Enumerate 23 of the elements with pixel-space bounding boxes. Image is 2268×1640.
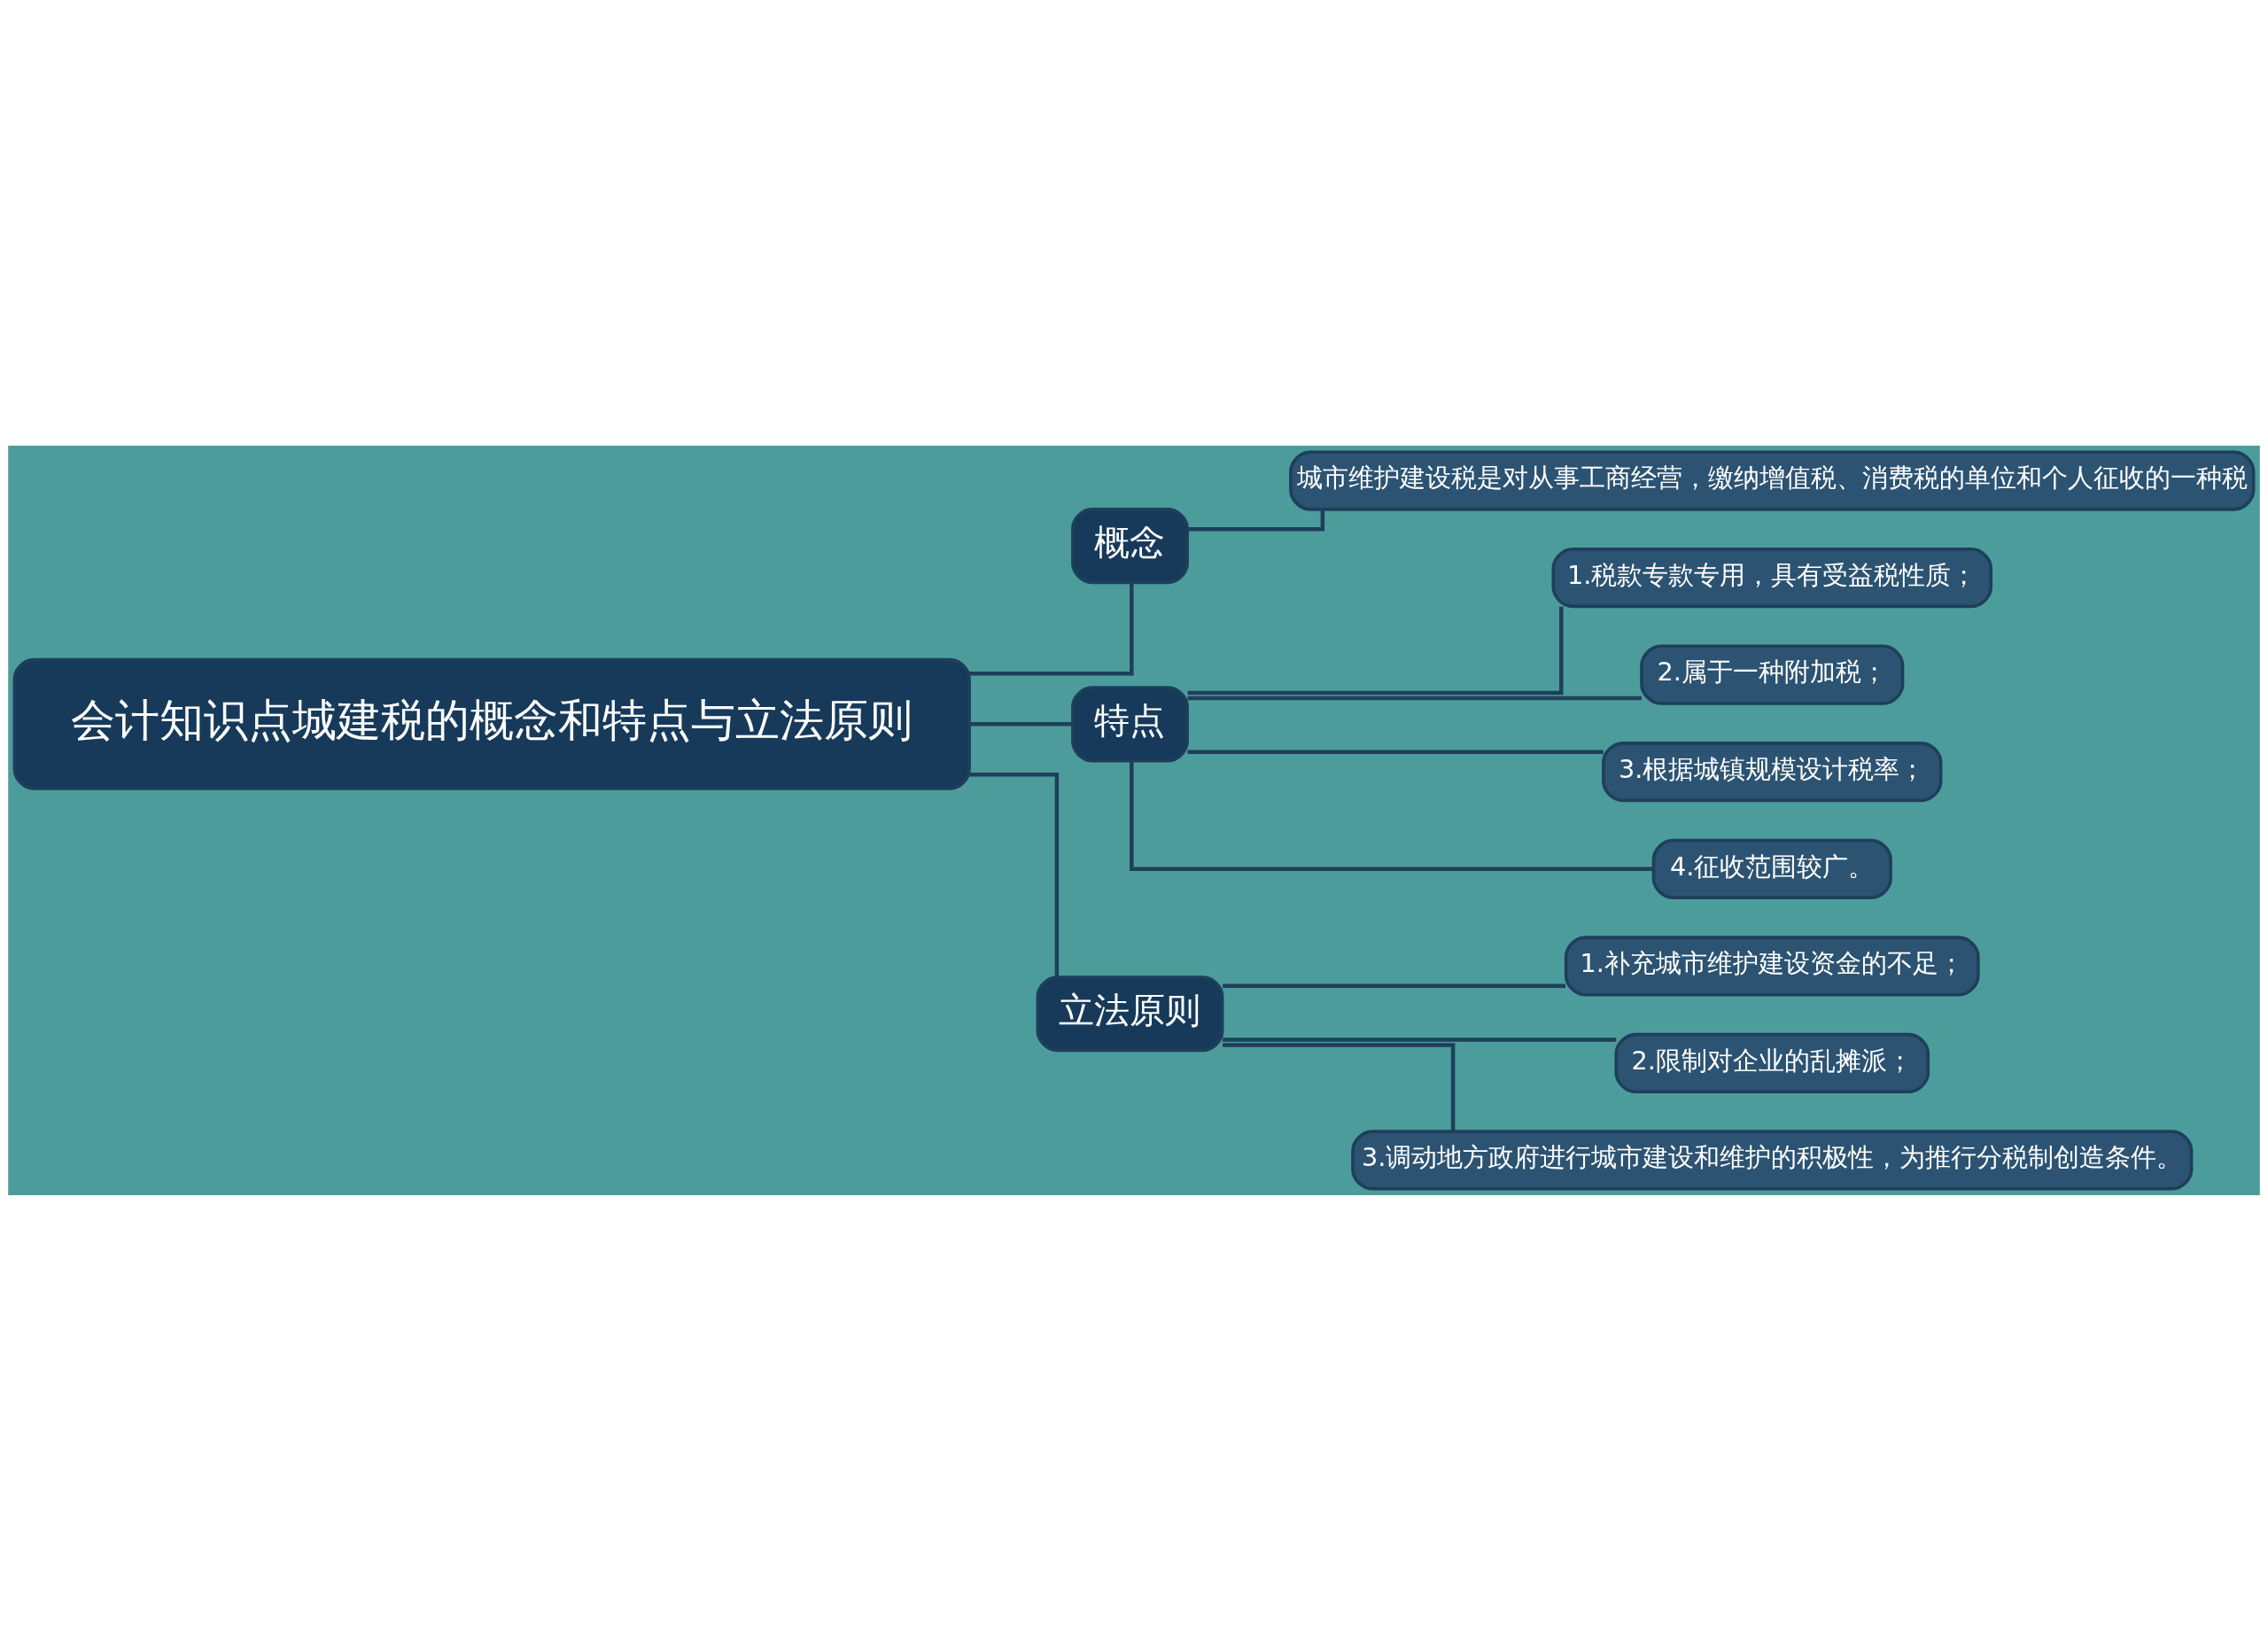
connector [969, 721, 1073, 727]
connector [1223, 1037, 1617, 1042]
node-box: 1.税款专款专用，具有受益税性质； [1551, 547, 1993, 608]
node-box: 2.属于一种附加税； [1640, 644, 1905, 705]
connector [1187, 750, 1604, 754]
connector [969, 772, 1060, 977]
node-box: 4.征收范围较广。 [1651, 838, 1892, 899]
connector [1223, 983, 1565, 988]
node-box: 2.限制对企业的乱摊派； [1614, 1032, 1930, 1093]
connector [969, 582, 1134, 676]
connector [1187, 509, 1325, 532]
connector [1223, 1042, 1456, 1131]
node-box: 1.补充城市维护建设资金的不足； [1564, 935, 1980, 996]
node-box: 城市维护建设税是对从事工商经营，缴纳增值税、消费税的单位和个人征收的一种税 [1289, 449, 2256, 511]
node-box: 会计知识点城建税的概念和特点与立法原则 [12, 657, 971, 790]
node-box: 概念 [1071, 507, 1189, 584]
connector [1187, 606, 1564, 695]
node-box: 特点 [1071, 685, 1189, 762]
node-box: 3.调动地方政府进行城市建设和维护的积极性，为推行分税制创造条件。 [1351, 1129, 2194, 1191]
connector [1130, 760, 1653, 871]
node-box: 立法原则 [1036, 975, 1224, 1052]
connector [1187, 696, 1642, 700]
node-box: 3.根据城镇规模设计税率； [1602, 741, 1943, 802]
